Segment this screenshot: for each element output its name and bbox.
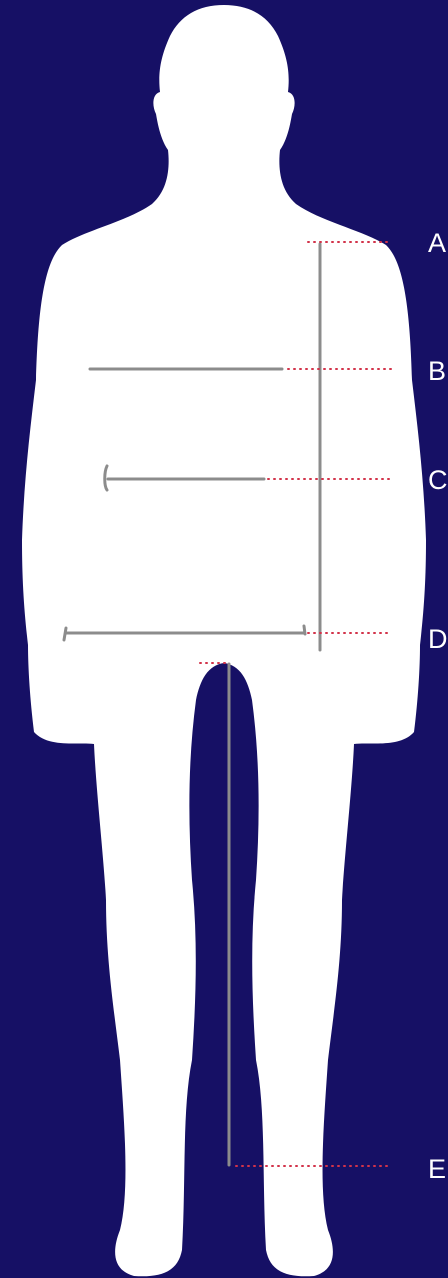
marker-label-b: B	[428, 356, 446, 386]
measure-cap-d-left	[64, 628, 66, 640]
silhouette	[22, 5, 426, 1276]
marker-label-c: C	[428, 465, 448, 495]
marker-label-d: D	[428, 624, 448, 654]
measure-cap-d-right	[304, 626, 305, 634]
marker-label-a: A	[428, 228, 446, 258]
marker-label-e: E	[428, 1154, 446, 1184]
